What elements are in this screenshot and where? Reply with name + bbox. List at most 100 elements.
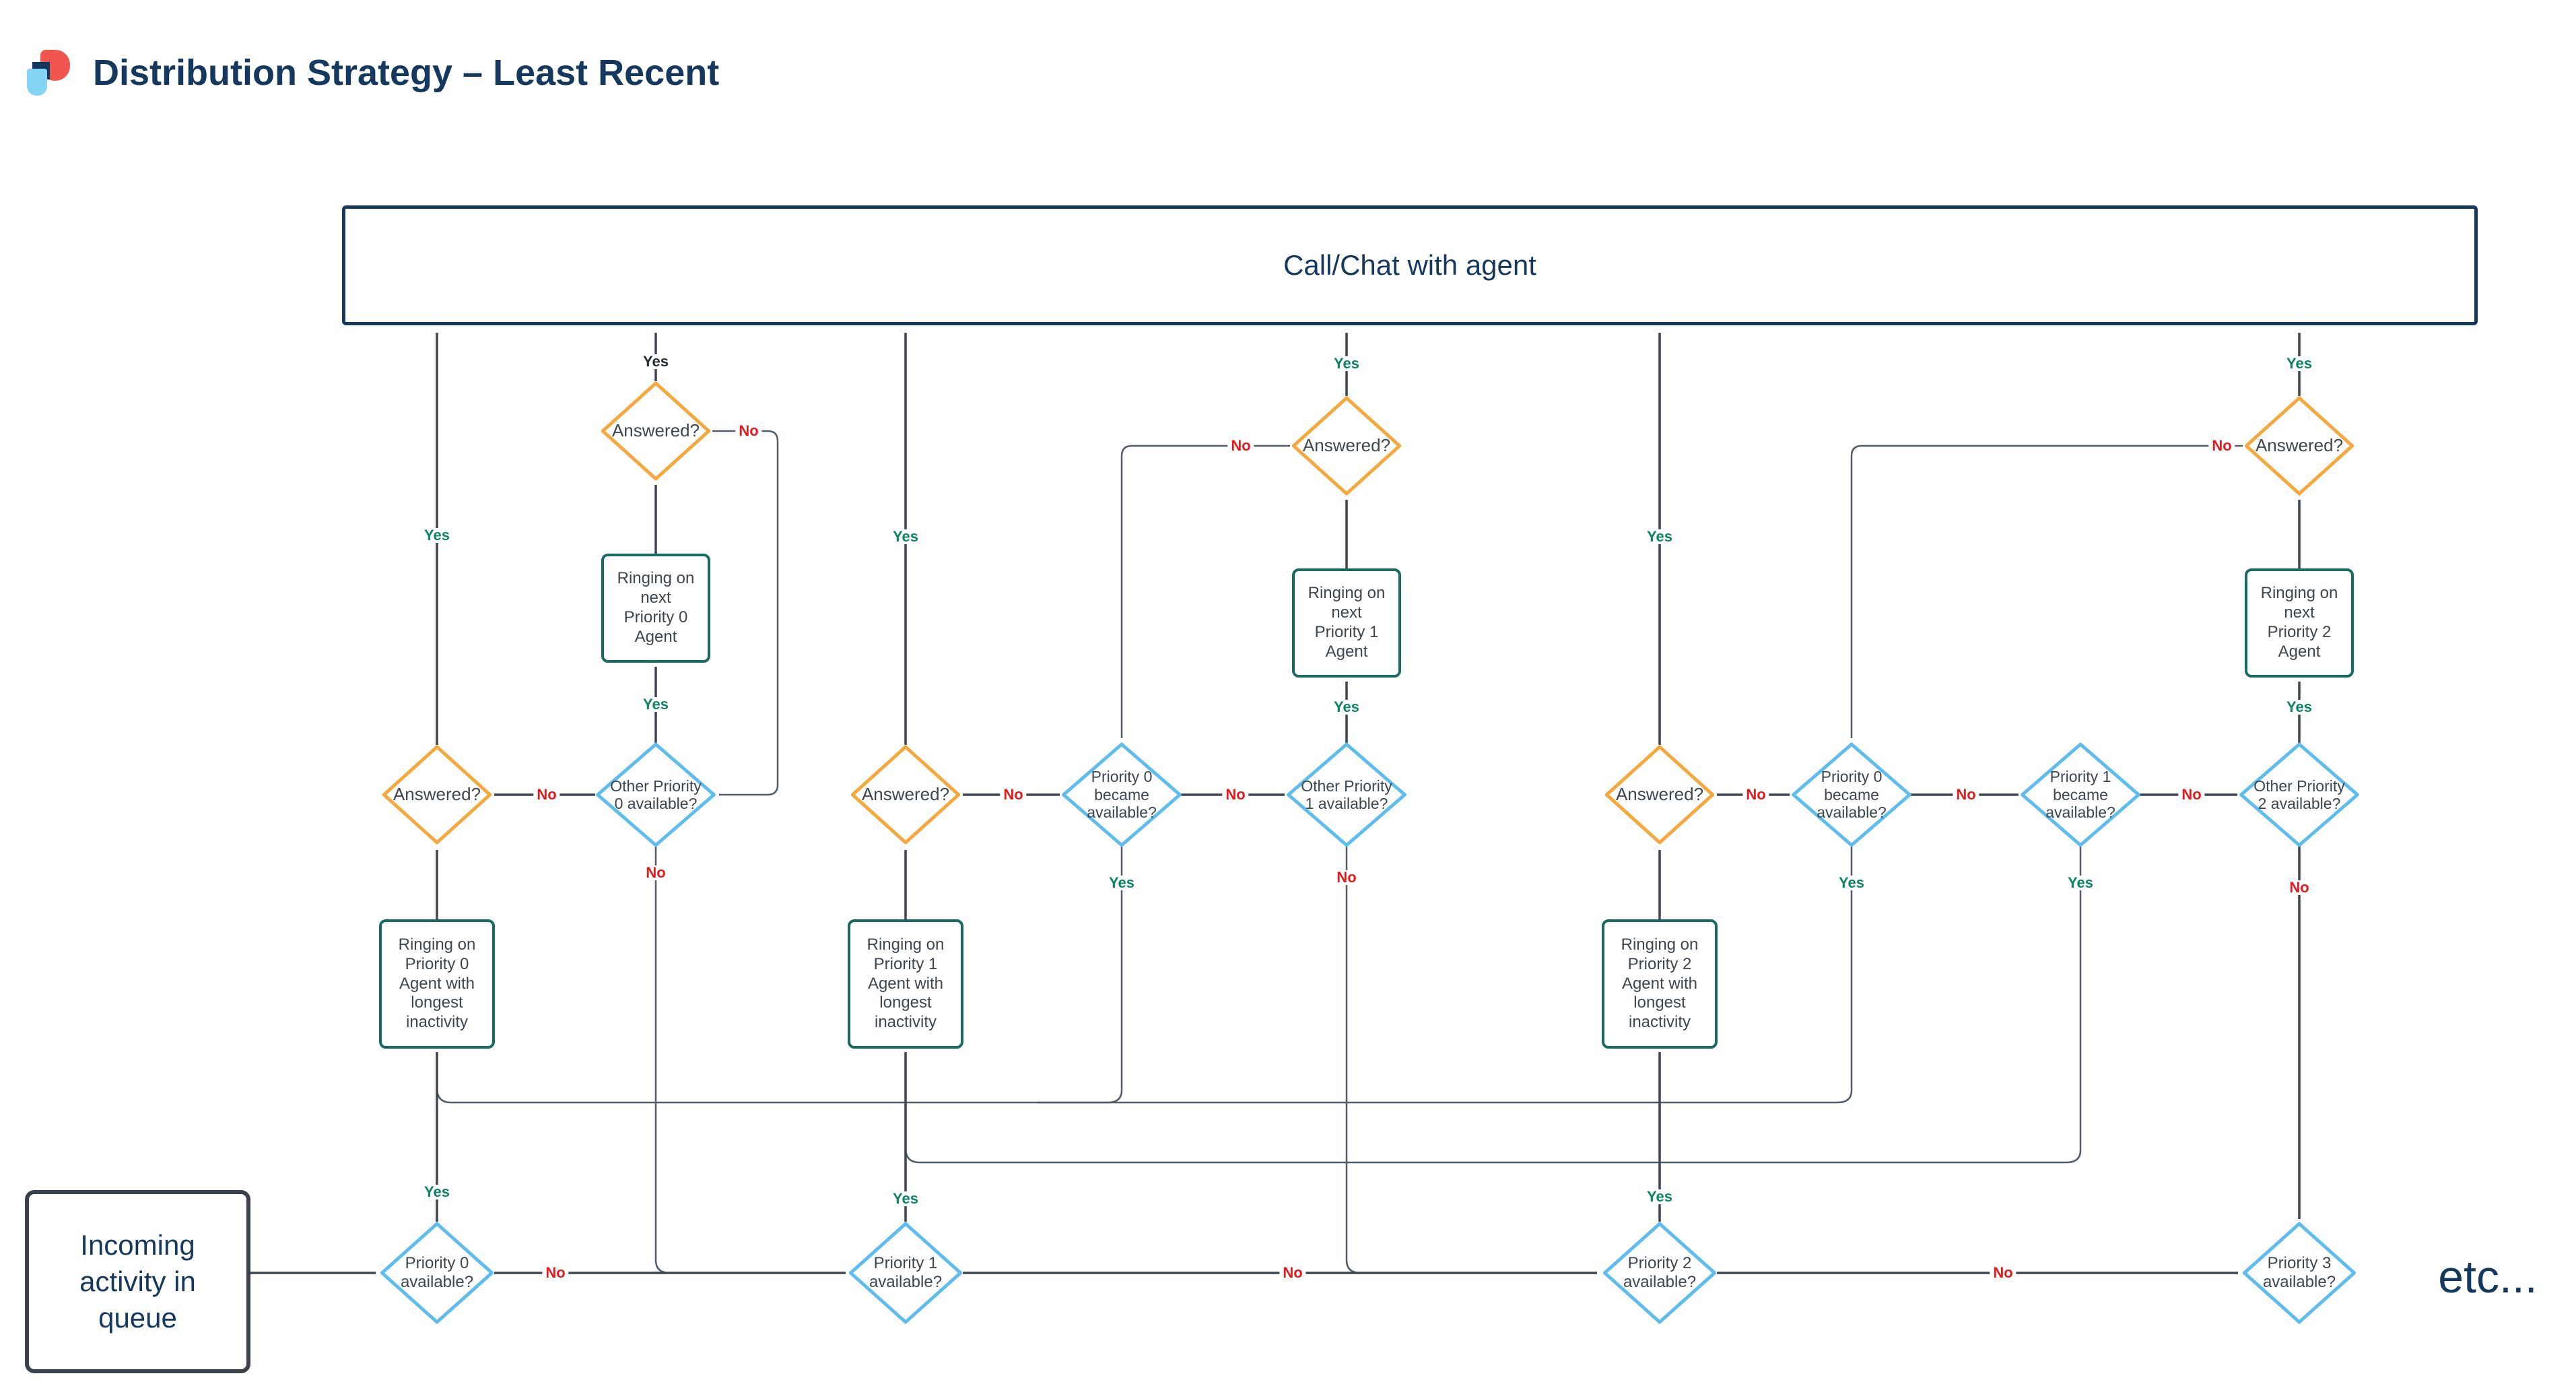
app-logo-icon	[27, 50, 70, 96]
edge-label-yes: Yes	[421, 1185, 453, 1200]
logo-blue-shape	[27, 69, 47, 96]
edge-label-yes: Yes	[1643, 1189, 1676, 1204]
edge-label-yes: Yes	[1835, 876, 1868, 890]
decision-label: Priority 3 available?	[2262, 1254, 2336, 1291]
decision-label: Priority 0 became available?	[1087, 768, 1157, 822]
decision-other-priority-1-available: Other Priority 1 available?	[1286, 742, 1407, 847]
decision-label: Other Priority 0 available?	[610, 777, 702, 812]
diamond-shape	[601, 381, 711, 481]
decision-label: Answered?	[393, 784, 481, 805]
page-title: Distribution Strategy – Least Recent	[93, 53, 720, 93]
process-ringing-next-p1: Ringing on next Priority 1 Agent	[1292, 568, 1401, 678]
decision-label: Priority 1 became available?	[2045, 768, 2115, 822]
diamond-shape	[1286, 742, 1407, 847]
edge-label-no: No	[1333, 870, 1360, 885]
decision-label: Priority 0 available?	[400, 1254, 474, 1291]
edge-label-no: No	[533, 787, 560, 802]
decision-priority-0-available: Priority 0 available?	[380, 1222, 494, 1324]
edge-other-p1-no-down	[1345, 846, 1461, 1274]
diamond-shape	[595, 742, 716, 847]
diamond-shape	[1061, 742, 1182, 847]
diamond-shape	[380, 1222, 494, 1324]
edge-label-no: No	[542, 1266, 569, 1280]
edge-label-no: No	[1279, 1266, 1306, 1280]
diamond-shape	[850, 745, 961, 845]
edge-label-no: No	[642, 865, 669, 880]
edge-label-no: No	[1990, 1266, 2016, 1280]
process-ringing-next-p2: Ringing on next Priority 2 Agent	[2245, 568, 2354, 678]
edge-label-no: No	[1227, 438, 1254, 453]
edge-label-no: No	[1222, 787, 1249, 802]
decision-label: Answered?	[1615, 784, 1704, 805]
process-label: Ringing on next Priority 0 Agent	[617, 569, 695, 646]
diamond-shape	[848, 1222, 963, 1324]
decision-priority-0-became-available-1: Priority 0 became available?	[1061, 742, 1182, 847]
edge-answered-next-p1-no-loop	[1120, 445, 1290, 738]
decision-label: Other Priority 2 available?	[2253, 777, 2345, 812]
edge-label-no: No	[2208, 438, 2235, 453]
edge-label-yes: Yes	[1330, 356, 1363, 371]
decision-other-priority-0-available: Other Priority 0 available?	[595, 742, 716, 847]
process-ringing-longest-p0: Ringing on Priority 0 Agent with longest…	[379, 919, 495, 1049]
decision-label: Priority 1 available?	[869, 1254, 943, 1291]
edge-label-yes: Yes	[2283, 356, 2315, 371]
header: Distribution Strategy – Least Recent	[27, 50, 719, 96]
decision-label: Priority 2 available?	[1623, 1254, 1697, 1291]
diamond-shape	[1791, 742, 1912, 847]
edge-answered-next-p2-no-loop	[1850, 445, 2243, 738]
edge-label-yes: Yes	[2283, 700, 2315, 715]
diamond-shape	[2020, 742, 2141, 847]
edge-label-yes: Yes	[1106, 876, 1138, 890]
decision-label: Other Priority 1 available?	[1301, 777, 1392, 812]
diamond-shape	[1291, 396, 1402, 496]
edge-label-yes: Yes	[1643, 529, 1676, 544]
incoming-activity-label: Incoming activity in queue	[79, 1229, 196, 1334]
edge-label-yes: Yes	[640, 697, 672, 712]
diamond-shape	[382, 745, 492, 845]
decision-other-priority-2-available: Other Priority 2 available?	[2239, 742, 2360, 847]
decision-answered-p2: Answered?	[1604, 745, 1715, 845]
diamond-shape	[2239, 742, 2360, 847]
call-chat-label: Call/Chat with agent	[1283, 249, 1536, 281]
edge-label-no: No	[1000, 787, 1027, 802]
decision-label: Priority 0 became available?	[1817, 768, 1887, 822]
etc-text: etc...	[2438, 1251, 2538, 1303]
call-chat-with-agent-box: Call/Chat with agent	[342, 205, 2478, 325]
edge-answered-next-p0-no-loop	[712, 430, 779, 796]
decision-priority-2-available: Priority 2 available?	[1602, 1222, 1717, 1324]
decision-priority-0-became-available-2: Priority 0 became available?	[1791, 742, 1912, 847]
edge-label-no: No	[735, 424, 762, 438]
decision-answered-next-p2: Answered?	[2244, 396, 2354, 496]
decision-answered-next-p1: Answered?	[1291, 396, 1402, 496]
process-ringing-longest-p1: Ringing on Priority 1 Agent with longest…	[848, 919, 963, 1049]
decision-answered-p1: Answered?	[850, 745, 961, 845]
decision-label: Answered?	[861, 784, 950, 805]
process-label: Ringing on next Priority 1 Agent	[1308, 584, 1386, 661]
decision-label: Answered?	[611, 420, 700, 441]
edge-label-no: No	[1953, 787, 1979, 802]
incoming-activity-box: Incoming activity in queue	[25, 1190, 250, 1373]
process-label: Ringing on Priority 1 Agent with longest…	[867, 935, 945, 1032]
decision-priority-1-available: Priority 1 available?	[848, 1222, 963, 1324]
edge-label-yes: Yes	[640, 354, 672, 369]
decision-label: Answered?	[1302, 435, 1391, 456]
process-label: Ringing on next Priority 2 Agent	[2260, 584, 2338, 661]
decision-label: Answered?	[2255, 435, 2344, 456]
edge-other-p0-no-down	[654, 846, 781, 1274]
diamond-shape	[2244, 396, 2354, 496]
edge-label-yes: Yes	[421, 528, 453, 543]
process-ringing-next-p0: Ringing on next Priority 0 Agent	[601, 554, 710, 663]
edge-label-no: No	[2178, 787, 2205, 802]
edge-label-yes: Yes	[1330, 700, 1363, 715]
decision-answered-next-p0: Answered?	[601, 381, 711, 481]
edge-label-no: No	[1742, 787, 1769, 802]
edge-label-yes: Yes	[889, 529, 922, 544]
decision-answered-p0: Answered?	[382, 745, 492, 845]
edge-feedback-p1-became	[904, 846, 2082, 1164]
decision-priority-1-became-available: Priority 1 became available?	[2020, 742, 2141, 847]
diamond-shape	[2242, 1222, 2357, 1324]
process-label: Ringing on Priority 2 Agent with longest…	[1621, 935, 1699, 1032]
edge-feedback-p0-became-branch	[1037, 846, 1123, 1104]
decision-priority-3-available: Priority 3 available?	[2242, 1222, 2357, 1324]
